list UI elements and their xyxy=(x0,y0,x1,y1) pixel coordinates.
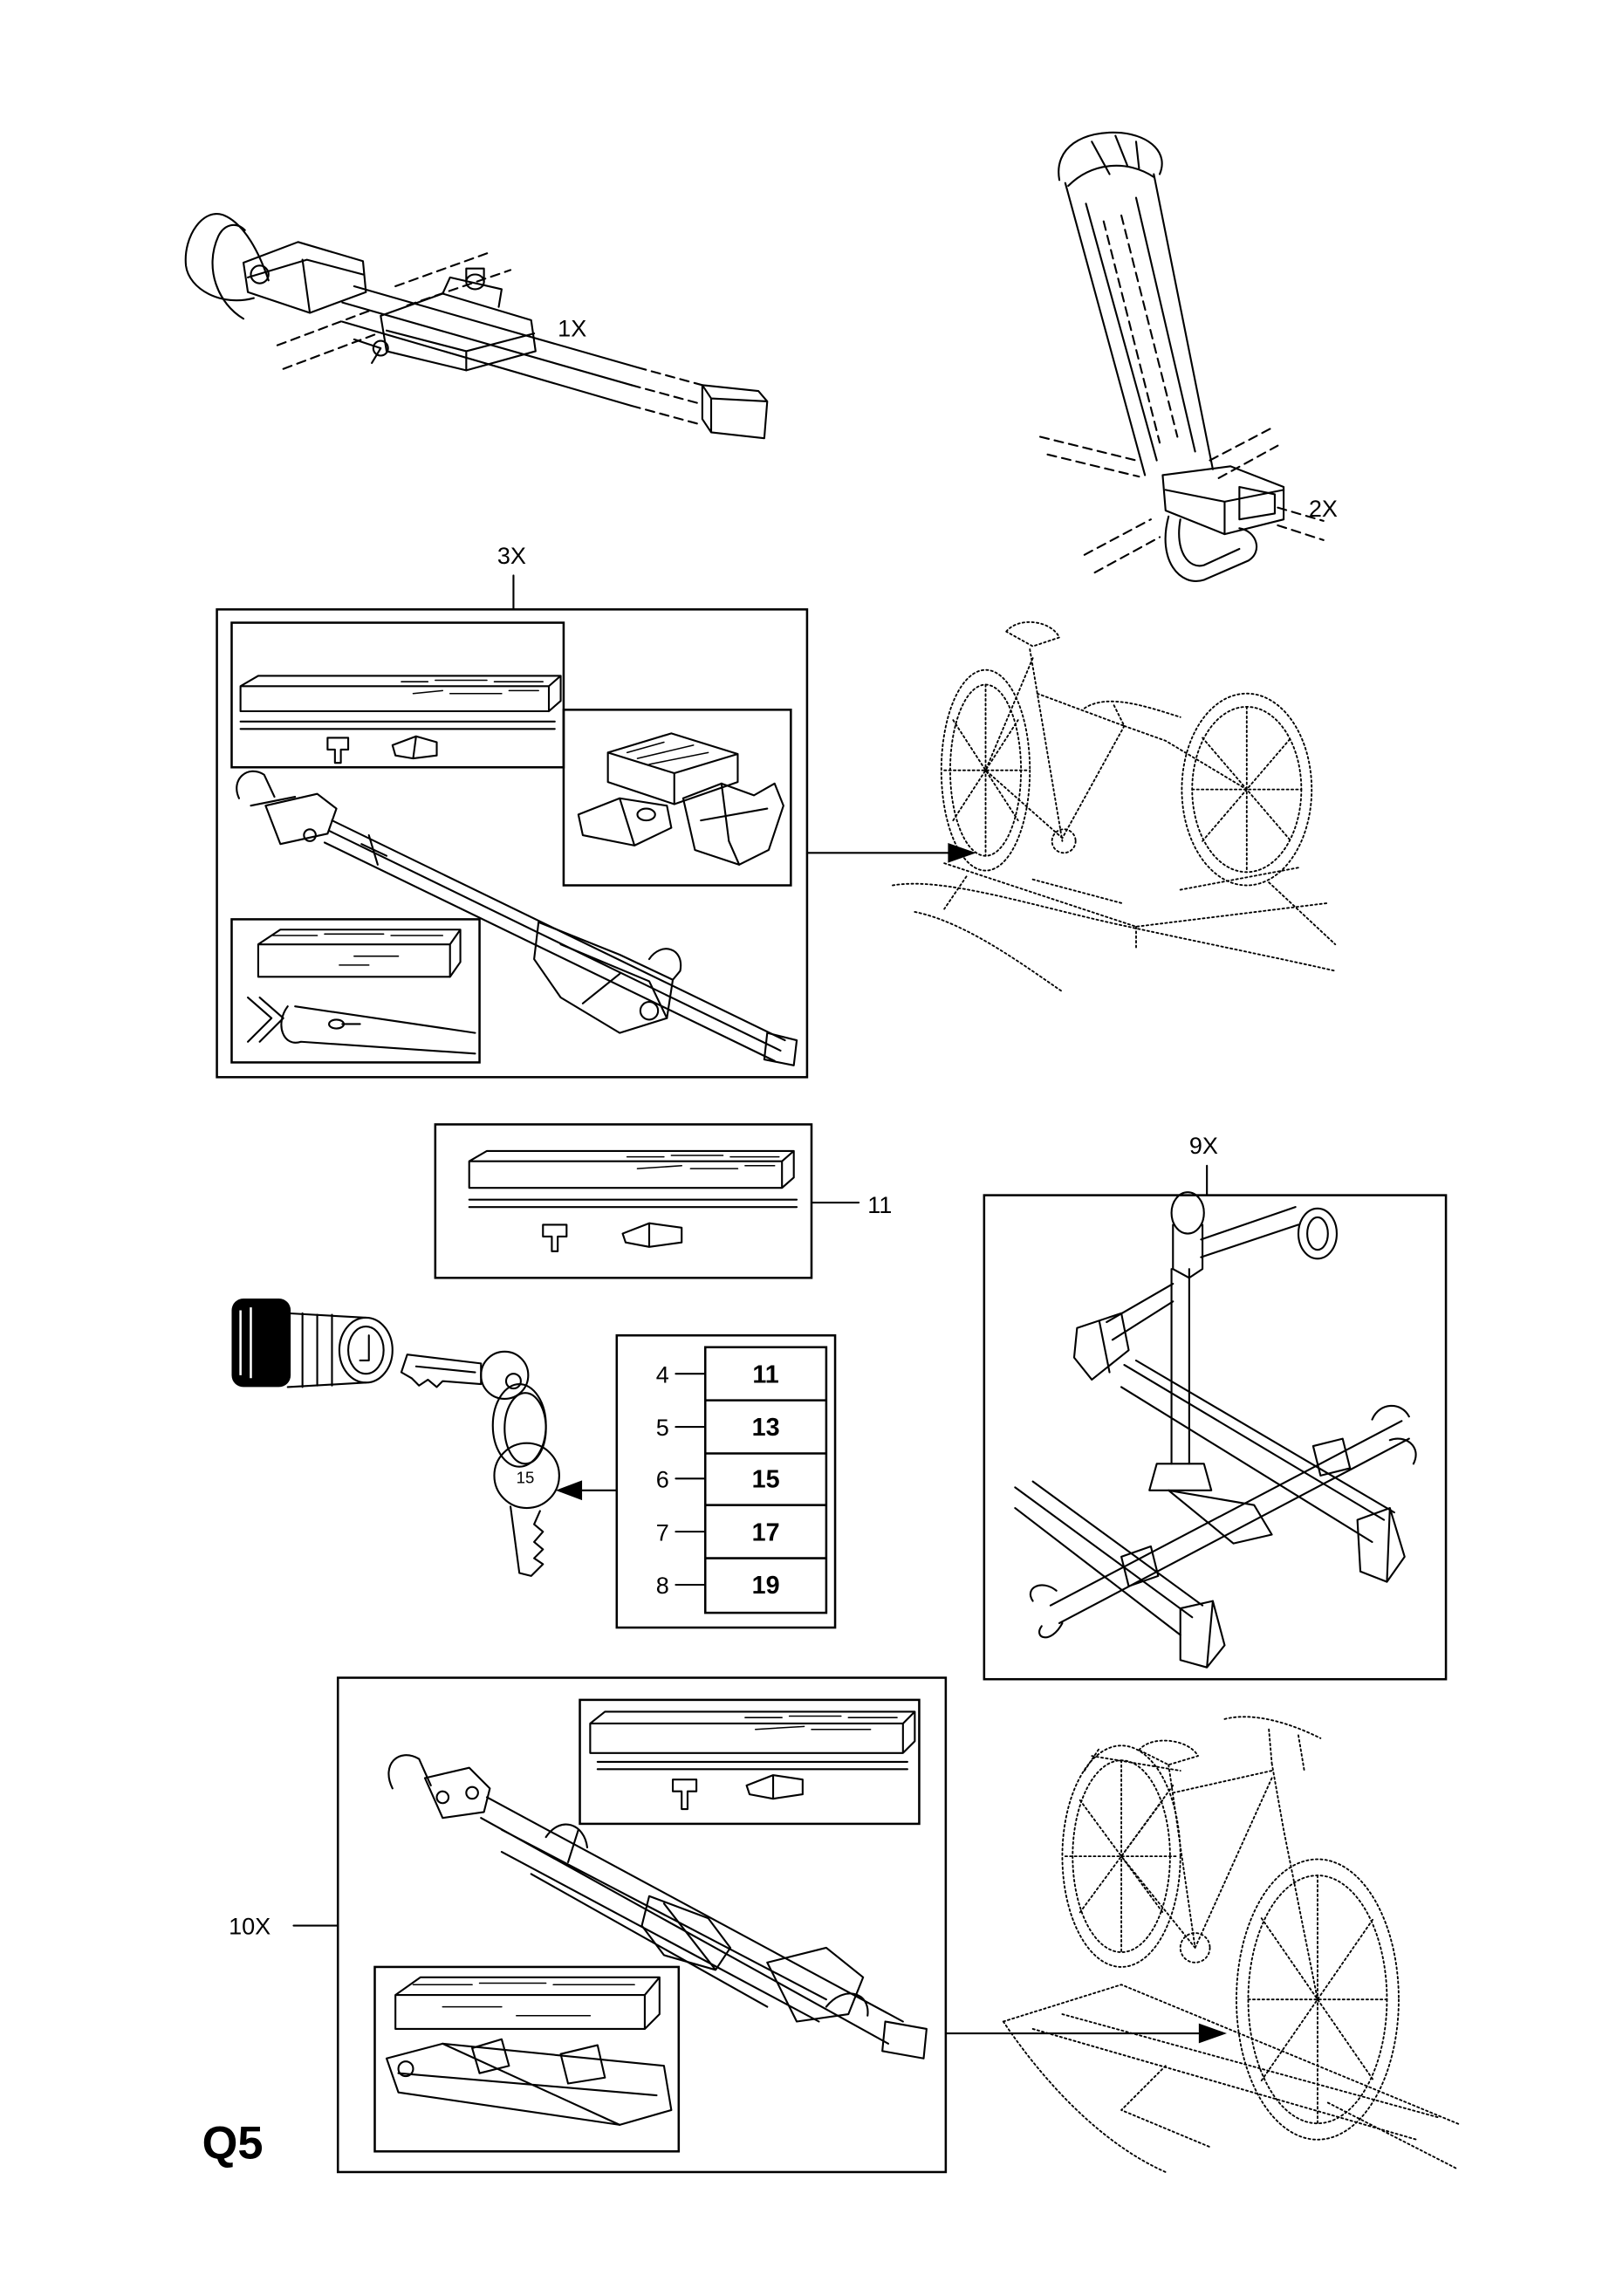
tray-package-10x-illustration xyxy=(385,1976,673,2126)
key-table-cells xyxy=(703,1346,828,1614)
bike-carrier-1x-illustration xyxy=(184,213,769,440)
kit-box-10x xyxy=(336,1676,948,2174)
kit-box-9x xyxy=(983,1194,1448,1681)
holder-package-illustration xyxy=(577,732,784,866)
bike-carrier-3x-illustration xyxy=(236,770,798,1066)
bar-package-10x-illustration xyxy=(589,1710,916,1811)
key-ref-label: 8 xyxy=(656,1573,669,1599)
lock-cylinder xyxy=(286,1312,394,1388)
key-table-row: 6 15 xyxy=(656,1465,780,1493)
kit-10x-bar-package-panel xyxy=(579,1698,921,1826)
lock-cylinder-with-keys-illustration: 15 xyxy=(231,1298,560,1577)
bar-package-box-11 xyxy=(434,1123,813,1279)
kit-box-3x xyxy=(216,608,809,1079)
kit-3x-strap-package-panel xyxy=(230,918,481,1064)
key-ref-label: 6 xyxy=(656,1466,669,1492)
callout-9x: 9X xyxy=(1189,1133,1218,1159)
key-tagged xyxy=(493,1442,560,1577)
bicycle-on-roof-illustration-lower xyxy=(1002,1716,1462,2173)
callout-2x: 2X xyxy=(1309,496,1338,522)
key-table-row: 5 13 xyxy=(656,1414,780,1442)
key-number-cell: 13 xyxy=(752,1414,780,1442)
lock-face-plate xyxy=(231,1298,291,1388)
callout-11: 11 xyxy=(867,1192,892,1218)
page-code: Q5 xyxy=(202,2119,264,2169)
key-ref-label: 7 xyxy=(656,1519,669,1546)
kit-3x-holder-package-panel xyxy=(562,709,792,887)
key-table-row: 7 17 xyxy=(656,1518,780,1546)
key-table-frame xyxy=(615,1333,837,1629)
key-ref-label: 5 xyxy=(656,1415,669,1441)
callout-3x: 3X xyxy=(497,543,526,569)
bar-package-11-illustration xyxy=(468,1149,798,1252)
key-number-cell: 19 xyxy=(752,1572,780,1600)
key-number-cell: 17 xyxy=(752,1518,780,1546)
key-horizontal xyxy=(400,1350,530,1401)
bike-carrier-10x-illustration xyxy=(387,1754,928,2060)
kit-10x-tray-package-panel xyxy=(373,1965,681,2153)
arrow-to-key xyxy=(555,1480,618,1501)
key-number-cell: 15 xyxy=(752,1465,780,1493)
kit-3x-bar-package-panel xyxy=(230,621,565,769)
key-table-row: 4 11 xyxy=(656,1360,779,1388)
arrow-to-mounted-bike-10x xyxy=(944,2023,1227,2044)
callout-1x: 1X xyxy=(558,316,586,342)
key-table-row: 8 19 xyxy=(656,1572,780,1600)
strap-package-illustration xyxy=(247,929,476,1055)
bicycle-on-roof-illustration-upper xyxy=(892,620,1337,993)
bike-carrier-9x-illustration xyxy=(1014,1191,1417,1669)
key-number-cell: 11 xyxy=(752,1360,778,1388)
bike-carrier-2x-illustration xyxy=(1039,131,1325,582)
callout-10x: 10X xyxy=(229,1914,270,1940)
key-ref-label: 4 xyxy=(656,1361,669,1388)
key-number-tag: 15 xyxy=(517,1468,535,1486)
key-number-table: 4 11 5 13 6 15 7 17 8 19 xyxy=(615,1333,837,1629)
arrow-to-mounted-bike-3x xyxy=(805,842,976,863)
bar-package-illustration xyxy=(239,675,562,764)
key-ring xyxy=(491,1382,547,1468)
